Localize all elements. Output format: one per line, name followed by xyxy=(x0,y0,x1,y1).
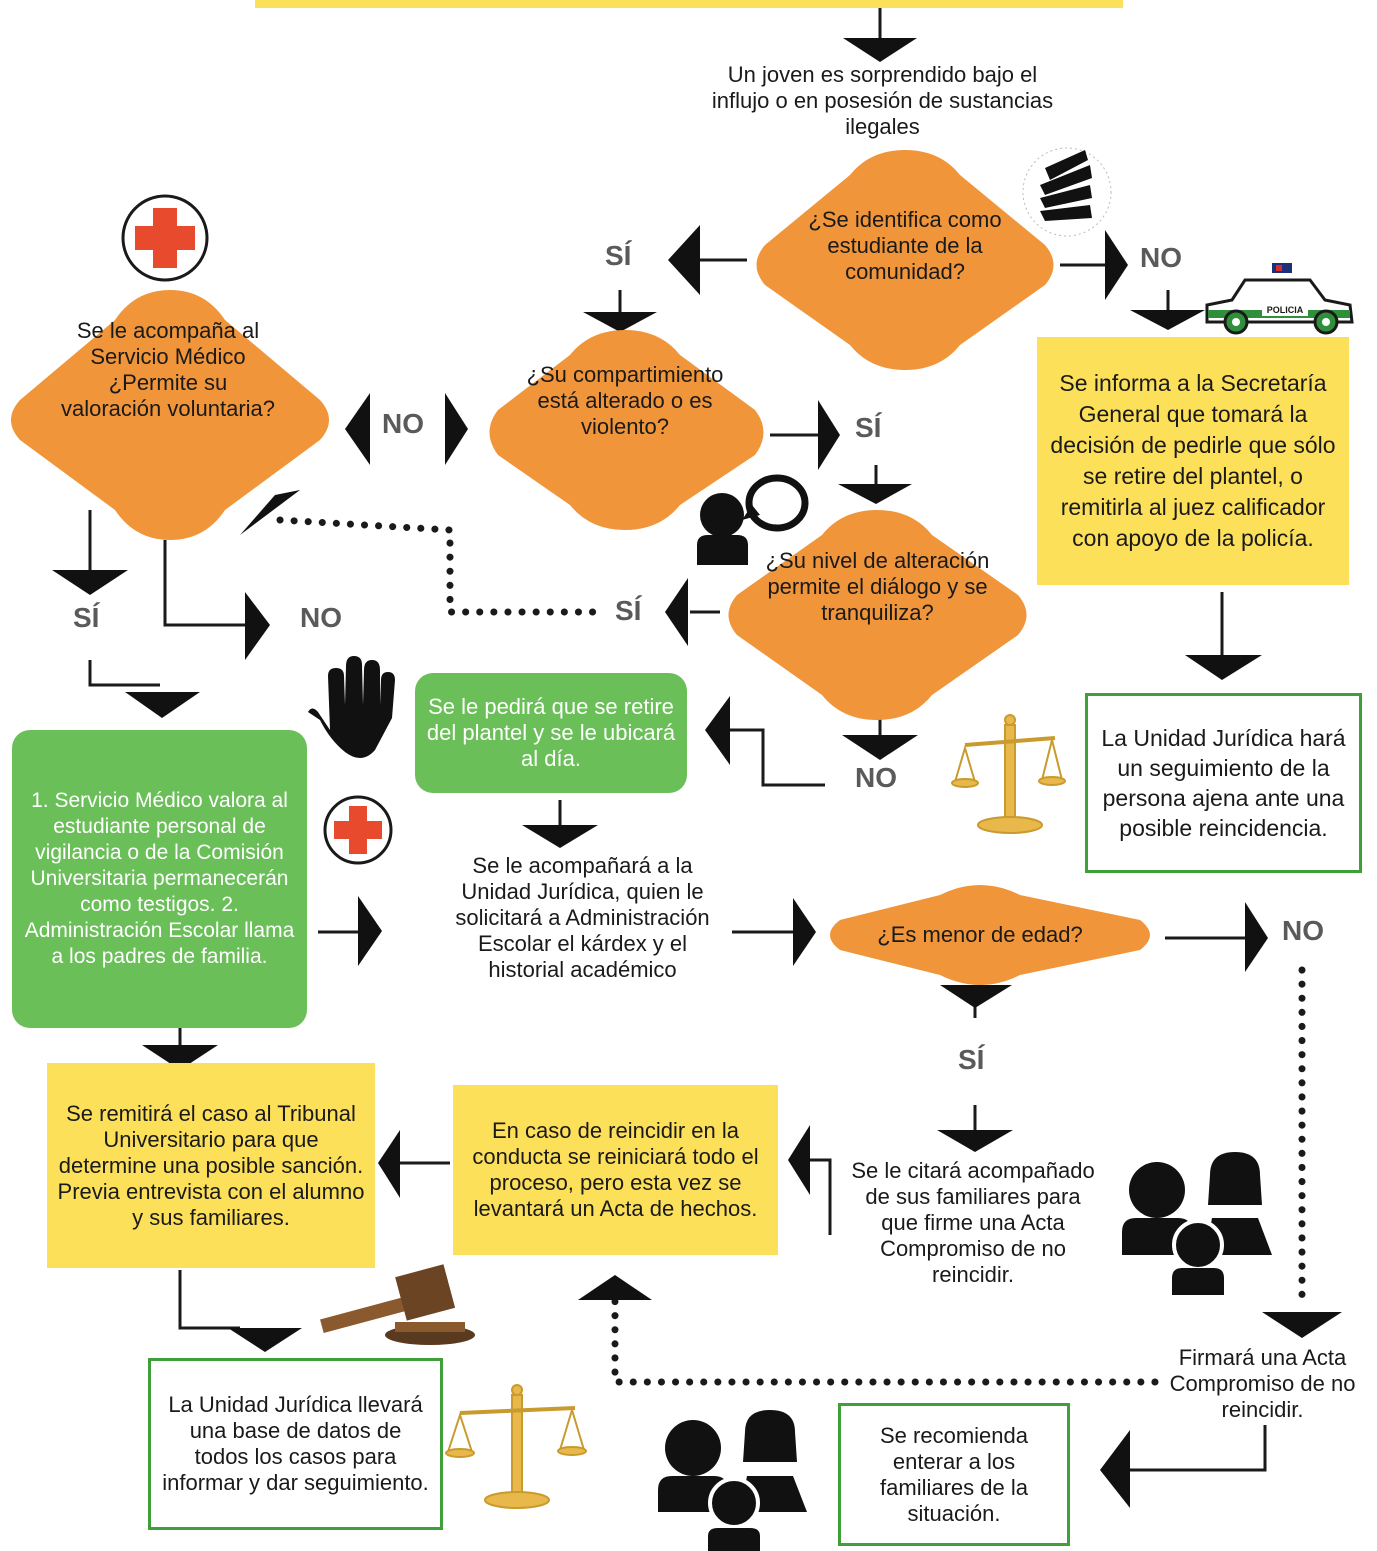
police-car-icon: POLICIA xyxy=(1205,263,1354,335)
gavel-icon xyxy=(320,1264,475,1345)
label-no-nivel: NO xyxy=(855,762,897,793)
police-label: POLICIA xyxy=(1267,305,1304,315)
box-recomienda: Se recomienda enterar a los familiares d… xyxy=(838,1403,1070,1546)
box-servicio-medico: 1. Servicio Médico valora al estudiante … xyxy=(12,730,307,1028)
decision-servicio-text: Se le acompaña al Servicio Médico ¿Permi… xyxy=(60,318,276,421)
label-si-nivel: SÍ xyxy=(615,595,642,626)
box-tribunal: Se remitirá el caso al Tribunal Universi… xyxy=(47,1063,375,1268)
institution-logo-icon xyxy=(1022,147,1112,237)
diamond-nivel xyxy=(728,510,1027,720)
box-secretaria: Se informa a la Secretaría General que t… xyxy=(1037,337,1349,585)
label-no-identifica: NO xyxy=(1140,242,1182,273)
decision-comportamiento-text: ¿Su compartimiento está alterado o es vi… xyxy=(526,362,724,439)
box-base-datos: La Unidad Jurídica llevará una base de d… xyxy=(148,1358,443,1530)
scales-of-justice-icon xyxy=(951,714,1066,834)
label-si-servicio: SÍ xyxy=(73,602,100,633)
arrowheads xyxy=(52,38,1342,1508)
dotted-connectors xyxy=(276,516,1306,1386)
label-no-comportamiento: NO xyxy=(382,408,424,439)
text-unidad-juridica: Se le acompañará a la Unidad Jurídica, q… xyxy=(455,853,710,982)
decision-shapes xyxy=(11,150,1150,985)
diamond-comportamiento xyxy=(489,330,764,530)
label-si-identifica: SÍ xyxy=(605,240,632,271)
decision-nivel-text: ¿Su nivel de alteración permite el diálo… xyxy=(765,548,990,625)
label-no-menor: NO xyxy=(1282,915,1324,946)
box-reincidir: En caso de reincidir en la conducta se r… xyxy=(453,1085,778,1255)
text-firmara: Firmará una Acta Compromiso de no reinci… xyxy=(1169,1345,1356,1422)
diamond-identifica xyxy=(756,150,1054,370)
scales-of-justice-icon-bottom xyxy=(445,1384,587,1509)
label-no-servicio: NO xyxy=(300,602,342,633)
box-unidad-ajena: La Unidad Jurídica hará un seguimiento d… xyxy=(1085,693,1362,873)
family-icon-bottom xyxy=(658,1410,807,1551)
label-si-menor: SÍ xyxy=(958,1044,985,1075)
top-header-bar xyxy=(255,0,1123,8)
first-aid-icon-small xyxy=(323,795,393,865)
decision-menor-text: ¿Es menor de edad? xyxy=(877,922,1083,947)
person-talking-icon xyxy=(697,474,809,565)
text-citara: Se le citará acompañado de sus familiare… xyxy=(851,1158,1095,1287)
diamond-menor xyxy=(830,885,1150,985)
label-si-comportamiento: SÍ xyxy=(855,412,882,443)
first-aid-icon xyxy=(121,194,209,282)
decision-identifica-text: ¿Se identifica como estudiante de la com… xyxy=(808,207,1002,284)
box-retire: Se le pedirá que se retire del plantel y… xyxy=(415,673,687,793)
family-icon xyxy=(1122,1152,1272,1295)
stop-hand-icon xyxy=(308,656,395,759)
diamond-servicio xyxy=(11,290,329,540)
start-text: Un joven es sorprendido bajo el influjo … xyxy=(711,62,1054,139)
